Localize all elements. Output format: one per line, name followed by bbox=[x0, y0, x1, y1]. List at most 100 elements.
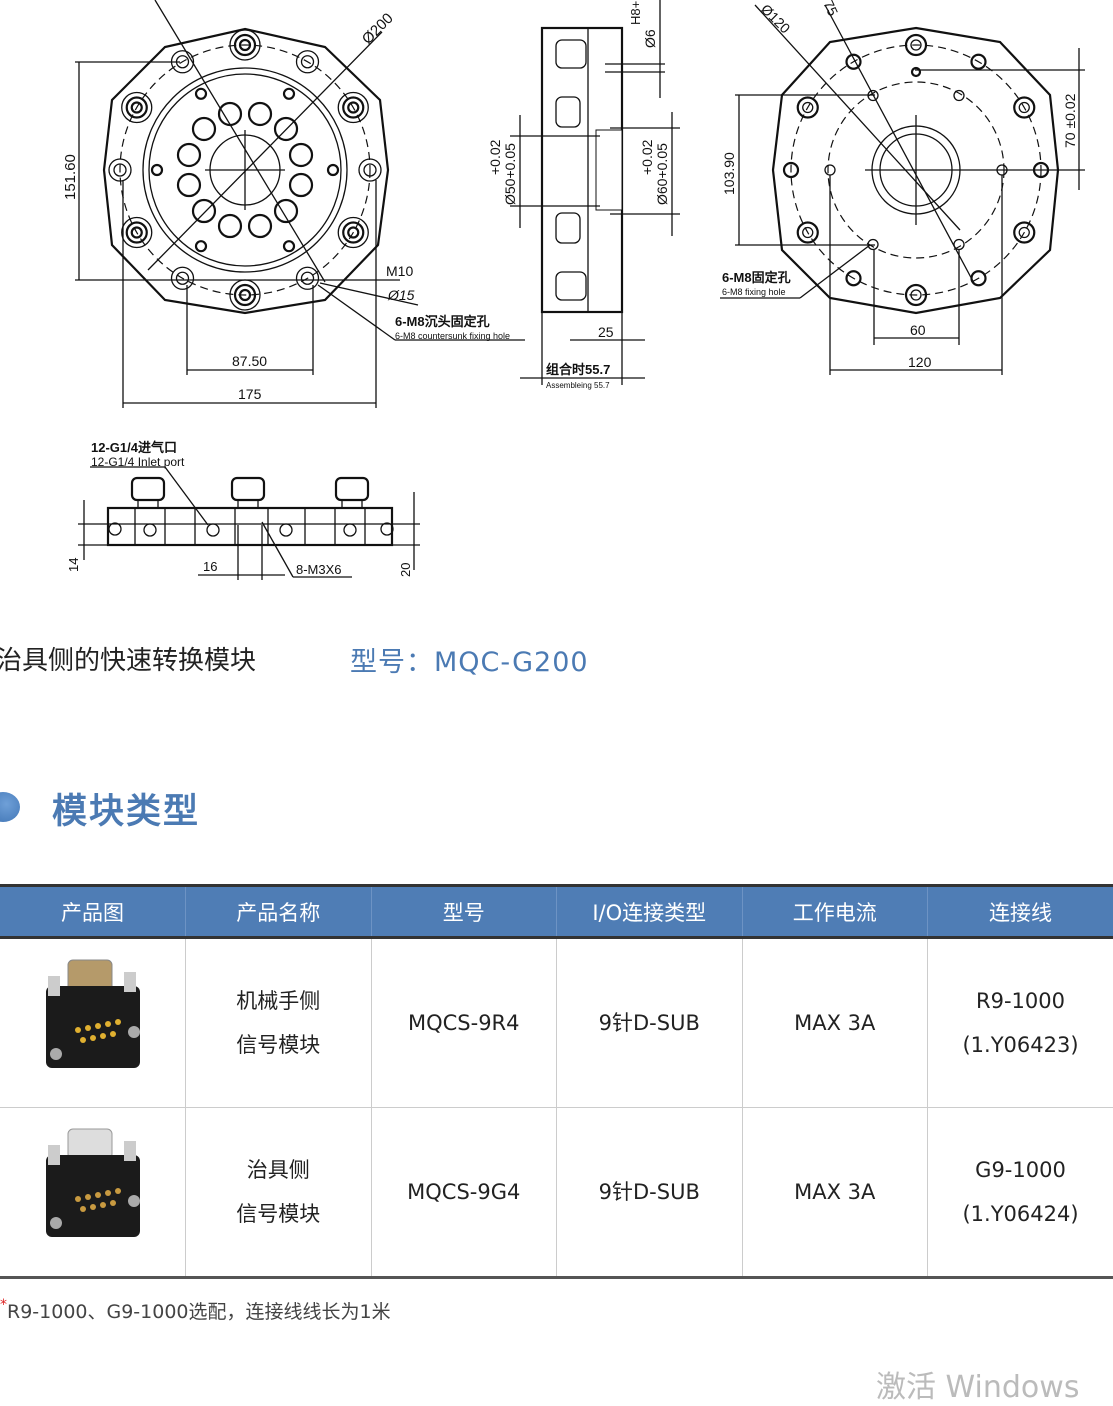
label-phi50: Ø50+0.05 bbox=[502, 143, 518, 205]
hole bbox=[290, 174, 312, 196]
footnote-mark: * bbox=[0, 1297, 7, 1313]
hole bbox=[249, 103, 271, 125]
hole bbox=[144, 524, 156, 536]
cable-line: R9-1000 bbox=[929, 979, 1112, 1023]
product-name-cell: 机械手侧信号模块 bbox=[186, 938, 372, 1108]
connector-female-image bbox=[38, 1125, 148, 1245]
hole bbox=[825, 165, 835, 175]
connector-male-image bbox=[38, 956, 148, 1076]
hole bbox=[954, 91, 964, 101]
col-header: 产品名称 bbox=[186, 886, 372, 938]
label-phi60: Ø60+0.05 bbox=[654, 143, 670, 205]
cable-cell: R9-1000(1.Y06423) bbox=[928, 938, 1113, 1108]
product-image-cell bbox=[0, 938, 186, 1108]
hole bbox=[178, 144, 200, 166]
hole bbox=[109, 523, 121, 535]
dim-25: 25 bbox=[598, 324, 614, 340]
fitting bbox=[132, 478, 164, 500]
io-cell: 9针D-SUB bbox=[557, 1108, 743, 1278]
manifold-view: 12-G1/4进气口 12-G1/4 Inlet port 14 16 8-M3… bbox=[66, 440, 420, 580]
label-hole-cn: 6-M8沉头固定孔 bbox=[395, 314, 490, 329]
dim-175: 175 bbox=[238, 386, 262, 402]
col-header: 产品图 bbox=[0, 886, 186, 938]
section-title: 模块类型 bbox=[52, 783, 200, 834]
col-header: I/O连接类型 bbox=[557, 886, 743, 938]
hole bbox=[219, 215, 241, 237]
product-name-cell: 治具侧信号模块 bbox=[186, 1108, 372, 1278]
right-flange-view: Ø120 75 103.90 70 ±0.02 6-M8固定孔 6-M8 fix… bbox=[720, 0, 1085, 375]
hole bbox=[912, 68, 920, 76]
hole bbox=[954, 239, 964, 249]
dim-120: 120 bbox=[908, 354, 932, 370]
hole bbox=[152, 165, 162, 175]
label-inlet-cn: 12-G1/4进气口 bbox=[91, 440, 177, 455]
product-model: 型号：MQC-G200 bbox=[350, 640, 589, 679]
footnote: *R9-1000、G9-1000选配，连接线线长为1米 bbox=[0, 1297, 391, 1324]
fitting bbox=[336, 478, 368, 500]
hole bbox=[249, 215, 271, 237]
table-header-row: 产品图 产品名称 型号 I/O连接类型 工作电流 连接线 bbox=[0, 886, 1113, 938]
dim-151: 151.60 bbox=[62, 154, 79, 200]
hole bbox=[284, 241, 294, 251]
product-name-line: 治具侧 bbox=[187, 1148, 370, 1192]
label-h8: H8+ bbox=[628, 1, 643, 25]
label-75: 75 bbox=[820, 0, 841, 19]
col-header: 型号 bbox=[371, 886, 557, 938]
section-bullet-icon bbox=[0, 792, 20, 822]
table-row: 机械手侧信号模块 MQCS-9R4 9针D-SUB MAX 3A R9-1000… bbox=[0, 938, 1113, 1108]
product-name-line: 机械手侧 bbox=[187, 979, 370, 1023]
hole bbox=[290, 144, 312, 166]
col-header: 连接线 bbox=[928, 886, 1113, 938]
dim-20: 20 bbox=[398, 563, 413, 577]
label-assembled-cn: 组合时55.7 bbox=[546, 362, 610, 377]
dim-70: 70 ±0.02 bbox=[1062, 93, 1078, 148]
dim-87: 87.50 bbox=[232, 353, 267, 369]
technical-drawing: 151.60 Ø200 M10 Ø15 6-M8沉头固定孔 6-M8 count… bbox=[0, 0, 1113, 600]
windows-activation-watermark: 激活 Windows bbox=[876, 1362, 1079, 1406]
hole bbox=[193, 118, 215, 140]
hole bbox=[196, 89, 206, 99]
model-cell: MQCS-9R4 bbox=[371, 938, 557, 1108]
dim-14: 14 bbox=[66, 558, 81, 572]
cable-line: (1.Y06424) bbox=[929, 1192, 1112, 1236]
io-cell: 9针D-SUB bbox=[557, 938, 743, 1108]
model-cell: MQCS-9G4 bbox=[371, 1108, 557, 1278]
dim-phi200: Ø200 bbox=[359, 10, 397, 48]
cable-line: (1.Y06423) bbox=[929, 1023, 1112, 1067]
hole bbox=[219, 103, 241, 125]
hole bbox=[284, 89, 294, 99]
cable-cell: G9-1000(1.Y06424) bbox=[928, 1108, 1113, 1278]
label-hole-cn: 6-M8固定孔 bbox=[722, 270, 791, 285]
product-subtitle: 治具侧的快速转换模块 bbox=[0, 640, 256, 677]
label-phi6: Ø6 bbox=[642, 29, 658, 48]
product-name-line: 信号模块 bbox=[187, 1192, 370, 1236]
hole bbox=[280, 524, 292, 536]
label-assembled-en: Assembleing 55.7 bbox=[546, 381, 610, 390]
table-row: 治具侧信号模块 MQCS-9G4 9针D-SUB MAX 3A G9-1000(… bbox=[0, 1108, 1113, 1278]
current-cell: MAX 3A bbox=[742, 938, 928, 1108]
hole bbox=[344, 524, 356, 536]
label-inlet-en: 12-G1/4 Inlet port bbox=[91, 455, 185, 469]
label-m3: 8-M3X6 bbox=[296, 562, 342, 577]
footnote-text: R9-1000、G9-1000选配，连接线线长为1米 bbox=[7, 1301, 391, 1323]
left-flange-view: 151.60 Ø200 M10 Ø15 6-M8沉头固定孔 6-M8 count… bbox=[62, 0, 525, 408]
hole bbox=[178, 174, 200, 196]
product-image-cell bbox=[0, 1108, 186, 1278]
label-phi50-tol: +0.02 bbox=[487, 139, 503, 175]
hole bbox=[207, 524, 219, 536]
dim-16: 16 bbox=[203, 559, 217, 574]
hole bbox=[196, 241, 206, 251]
label-hole-en: 6-M8 countersunk fixing hole bbox=[395, 331, 510, 341]
current-cell: MAX 3A bbox=[742, 1108, 928, 1278]
col-header: 工作电流 bbox=[742, 886, 928, 938]
section-view: H8+ Ø6 +0.02 Ø50+0.05 +0.02 Ø60+0.05 25 … bbox=[487, 0, 680, 390]
product-name-line: 信号模块 bbox=[187, 1023, 370, 1067]
dim-60: 60 bbox=[910, 322, 926, 338]
label-hole-en: 6-M8 fixing hole bbox=[722, 287, 786, 297]
module-table: 产品图 产品名称 型号 I/O连接类型 工作电流 连接线 机械手侧信号模块 MQ… bbox=[0, 884, 1113, 1279]
hole bbox=[275, 200, 297, 222]
dim-103: 103.90 bbox=[721, 152, 737, 195]
fitting bbox=[232, 478, 264, 500]
label-m10: M10 bbox=[386, 263, 413, 279]
cable-line: G9-1000 bbox=[929, 1148, 1112, 1192]
